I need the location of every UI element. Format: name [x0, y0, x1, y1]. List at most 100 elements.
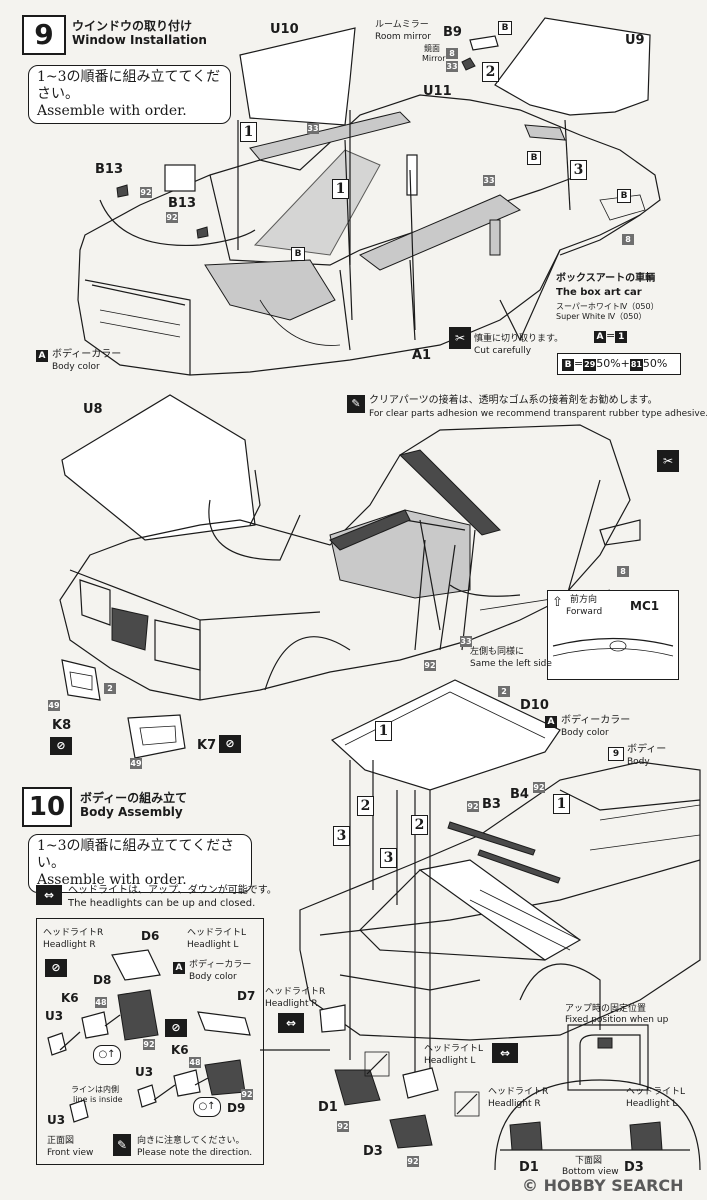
num-92-b13b: 92 [166, 212, 178, 223]
num-92-b13a: 92 [140, 187, 152, 198]
d8-part [117, 989, 159, 1041]
k8-inner [69, 671, 93, 691]
num-92-d8: 92 [143, 1039, 155, 1050]
b-val2-box: 81 [629, 359, 643, 371]
b-code-shade2: B [291, 247, 305, 261]
part-d1: D1 [318, 1100, 338, 1115]
b-code-top: B [498, 21, 512, 35]
hl-l-jp-left: ヘッドライトL [187, 928, 247, 938]
part-d3-bottom: D3 [624, 1160, 644, 1175]
no-sign-box [364, 1051, 390, 1077]
same-left-jp: 左側も同様に [470, 647, 525, 657]
body-color-jp-d6: ボディーカラー [189, 960, 252, 970]
direction-en: Please note the direction. [137, 1148, 253, 1158]
seq-1-hood-right: 1 [553, 794, 570, 814]
detail-hl-l [629, 1121, 663, 1151]
part-b9: B9 [443, 25, 462, 40]
no-sign-box-2 [454, 1091, 480, 1117]
box-art-jp: ボックスアートの車輌 [556, 273, 656, 284]
step9-car-body [77, 94, 661, 376]
direction-box-b: ○↑ [193, 1097, 221, 1117]
br-hl-r-jp: ヘッドライトR [488, 1087, 549, 1097]
part-u11: U11 [423, 84, 452, 99]
line-inside-jp: ラインは内側 [71, 1085, 119, 1094]
num-2-hood: 2 [498, 686, 510, 697]
b13-part-a [116, 184, 129, 198]
part-k6-a: K6 [61, 991, 79, 1005]
seq-3-right: 3 [380, 848, 397, 868]
num-92-b3: 92 [467, 801, 479, 812]
body-color-jp-step9: ボディーカラー [52, 349, 122, 360]
br-hl-l-jp: ヘッドライトL [626, 1087, 686, 1097]
body-color-jp-step10: ボディーカラー [561, 715, 631, 726]
room-mirror-part [469, 35, 499, 51]
arrow-u9-down [564, 119, 571, 211]
d1-bracket [334, 1069, 381, 1106]
fixed-position-inset [567, 1024, 649, 1091]
num-92-b4: 92 [533, 782, 545, 793]
cut-carefully-en: Cut carefully [474, 346, 532, 356]
headlight-updown-icon: ⇔ [36, 885, 62, 905]
d6-mark-icon: ⊘ [45, 959, 67, 977]
k7-inner [139, 725, 177, 746]
hl-assembly-arrows [59, 1014, 209, 1101]
line-inside-en: line is inside [73, 1095, 123, 1104]
no-sign-slash [366, 1053, 388, 1075]
headlight-note-jp: ヘッドライトは、アップ、ダウンが可能です。 [68, 885, 277, 896]
detail-outline [494, 1079, 701, 1171]
part-d7: D7 [237, 989, 256, 1003]
k7-part [127, 714, 186, 759]
step9-number: 9 [22, 15, 66, 55]
middle-car-body [59, 394, 641, 701]
part-d3: D3 [363, 1144, 383, 1159]
forward-arrow-icon: ⇧ [552, 595, 563, 610]
cut-icon-middle: ✂ [657, 450, 679, 472]
box-art-en: The box art car [556, 287, 642, 298]
step9-order-en: Assemble with order. [37, 103, 187, 119]
headlight-assembly-panel: ヘッドライトR Headlight R D6 ヘッドライトL Headlight… [36, 918, 264, 1165]
br-hl-l-en: Headlight L [626, 1099, 678, 1109]
right-hl-r-jp: ヘッドライトR [265, 987, 326, 997]
num-33-left: 33 [307, 123, 319, 134]
part-u9: U9 [625, 33, 645, 48]
num-48-a: 48 [95, 997, 107, 1008]
right-hl-r-updown-icon: ⇔ [278, 1013, 304, 1033]
part-d8: D8 [93, 973, 112, 987]
part-k6-b: K6 [171, 1043, 189, 1057]
front-view-jp: 正面図 [47, 1136, 75, 1146]
body-color-en-step9: Body color [52, 362, 100, 372]
step10-title-jp: ボディーの組み立て [80, 791, 188, 805]
room-mirror-jp: ルームミラー [375, 20, 429, 30]
part-k8: K8 [52, 718, 72, 733]
num-8-mirror: 8 [446, 48, 458, 59]
part-k7: K7 [197, 738, 217, 753]
assembly-guide-lines [349, 760, 431, 1085]
b-equals: = [574, 357, 584, 370]
u9-window-glass [494, 17, 651, 116]
part-u3-a: U3 [45, 1009, 64, 1023]
direction-jp: 向きに注意してください。 [137, 1136, 245, 1146]
d7-mark-icon: ⊘ [165, 1019, 187, 1037]
bottom-view-en: Bottom view [562, 1167, 619, 1177]
watermark-brand: HOBBY SEARCH [543, 1176, 684, 1195]
step9-title-en: Window Installation [72, 33, 207, 47]
part-d10: D10 [520, 698, 549, 713]
step9-order-note: 1~3の順番に組み立ててください。 Assemble with order. [28, 65, 231, 124]
b13-inset-box [164, 164, 196, 192]
part-d9: D9 [227, 1101, 246, 1115]
a-equals: = [606, 329, 616, 342]
part-d1-bottom: D1 [519, 1160, 539, 1175]
box-art-panel: ボックスアートの車輌 The box art car スーパーホワイトⅣ（050… [550, 268, 677, 346]
num-33-right: 33 [483, 175, 495, 186]
direction-box-a: ○↑ [93, 1045, 121, 1065]
a-code-box: A [594, 331, 606, 343]
num-92-d1: 92 [337, 1121, 349, 1132]
forward-en: Forward [566, 607, 603, 617]
fixed-pos-jp: アップ時の固定位置 [565, 1004, 647, 1014]
body-color-en-d6: Body color [189, 972, 237, 982]
d6-part [111, 949, 161, 981]
step10-order-jp: 1~3の順番に組み立ててください。 [37, 838, 235, 871]
k6-part-b [173, 1069, 201, 1097]
d3-bracket [389, 1114, 433, 1149]
